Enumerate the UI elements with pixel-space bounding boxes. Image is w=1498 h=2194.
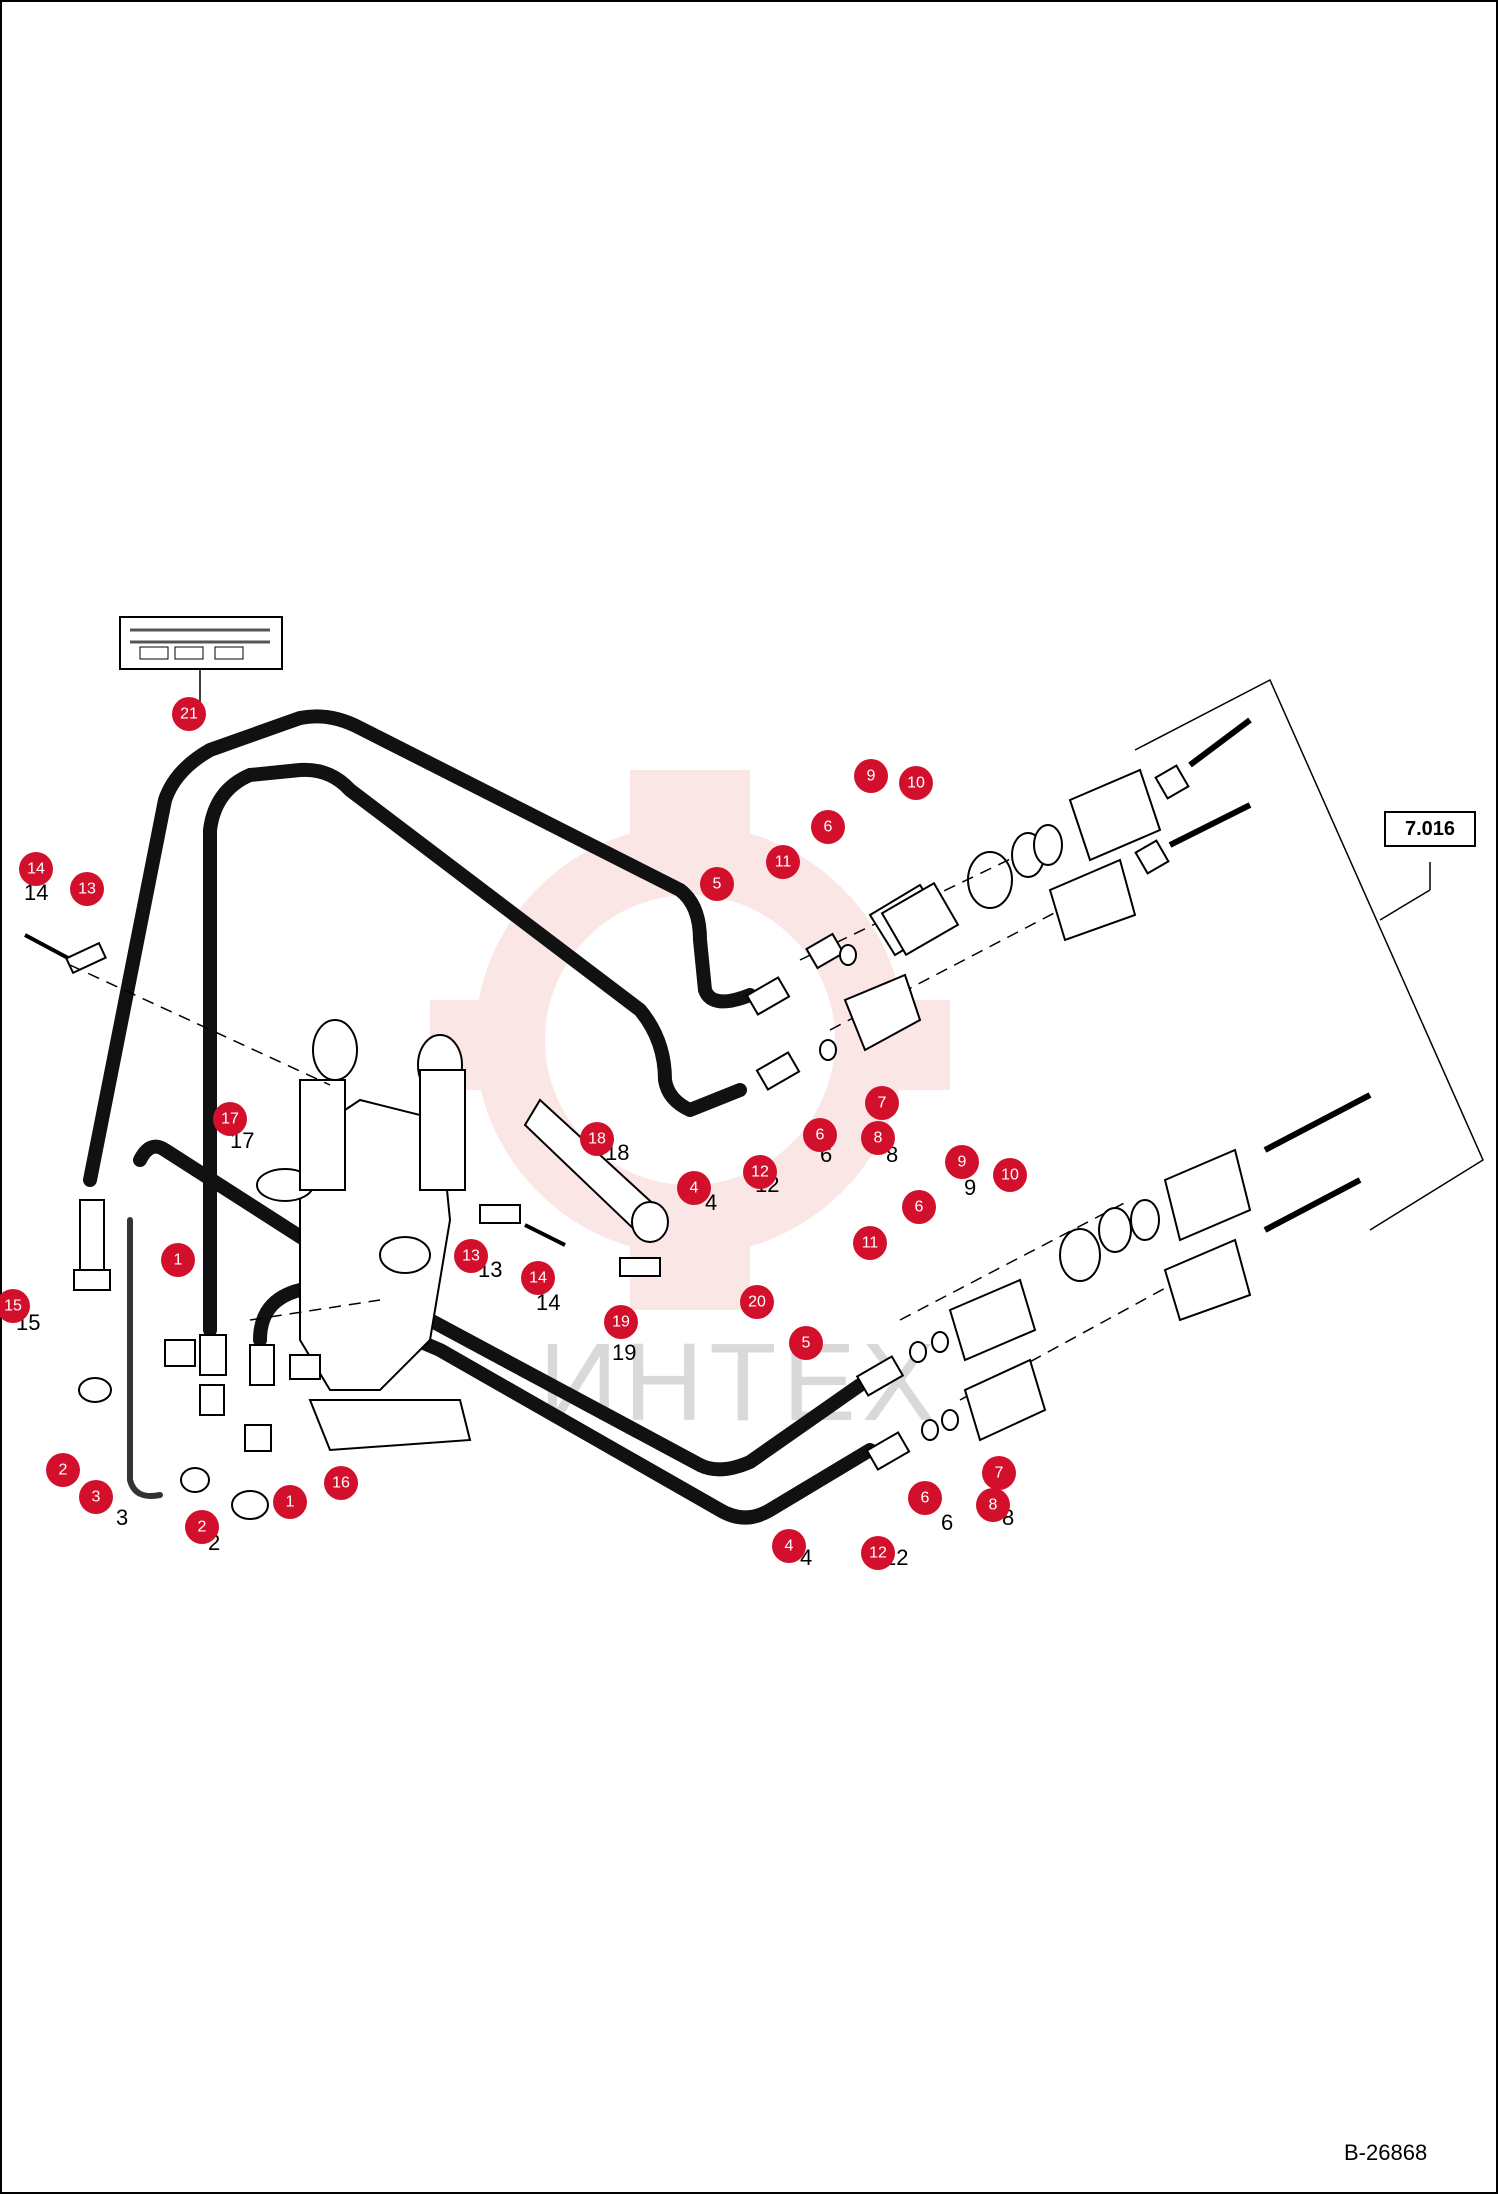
callout: 13 [70,872,104,906]
callout-number: 9 [867,768,876,785]
lower-couplers [855,1092,1372,1471]
callout: 13 [454,1239,488,1273]
callout-number: 10 [1001,1167,1019,1184]
callout-number: 7 [878,1095,887,1112]
callout: 2 [185,1510,219,1544]
callout-number: 11 [775,854,792,871]
hydraulic-hoses [83,709,877,1525]
callout-number: 5 [713,876,722,893]
callout-number: 6 [915,1199,924,1216]
callout: 11 [853,1226,887,1260]
part-label: 9 [964,1175,976,1200]
callout-number: 14 [27,861,45,878]
callout-number: 15 [4,1298,22,1315]
callout-number: 10 [907,775,925,792]
callout-number: 1 [286,1494,295,1511]
callout-number: 6 [824,819,833,836]
callout: 6 [811,810,845,844]
callout-number: 6 [816,1127,825,1144]
callout: 7 [865,1086,899,1120]
callout-number: 13 [78,881,96,898]
callout: 9 [945,1145,979,1179]
callout: 10 [993,1158,1027,1192]
callout: 3 [79,1480,113,1514]
callout: 12 [861,1536,895,1570]
decal-plate [119,616,283,715]
callout-number: 19 [612,1314,630,1331]
callout-number: 18 [588,1131,606,1148]
reference-bracket [1134,678,1484,1231]
callout: 20 [740,1285,774,1319]
callout-number: 12 [869,1545,887,1562]
callout-number: 13 [462,1248,480,1265]
callout: 11 [766,845,800,879]
callout: 4 [677,1171,711,1205]
callout-number: 7 [995,1465,1004,1482]
callout: 5 [789,1326,823,1360]
callout: 1 [161,1243,195,1277]
callout: 5 [700,867,734,901]
callout-number: 6 [921,1490,930,1507]
upper-couplers [745,717,1252,1091]
callout-number: 9 [958,1154,967,1171]
callout: 15 [0,1289,30,1323]
callout: 6 [803,1118,837,1152]
callout: 8 [861,1121,895,1155]
callout-number: 11 [862,1235,879,1252]
callout: 6 [908,1481,942,1515]
part-label: 3 [116,1505,128,1530]
callout: 4 [772,1529,806,1563]
callout: 6 [902,1190,936,1224]
callout-number: 2 [59,1462,68,1479]
callout: 16 [324,1466,358,1500]
callout-number: 14 [529,1270,547,1287]
callout: 1 [273,1485,307,1519]
callout-number: 4 [785,1538,794,1555]
reference-box-label: 7.016 [1405,818,1455,840]
callout-number: 3 [92,1489,101,1506]
left-fittings [73,1199,321,1520]
callout-number: 8 [874,1130,883,1147]
callout-number: 4 [690,1180,699,1197]
callout-number: 12 [751,1164,769,1181]
callout-number: 5 [802,1335,811,1352]
callout: 7 [982,1456,1016,1490]
callout-number: 1 [174,1252,183,1269]
reference-box: 7.016 [1384,811,1476,847]
valve-body [256,1019,472,1452]
callout: 18 [580,1122,614,1156]
callout-number: 8 [989,1497,998,1514]
part-label: 6 [941,1510,953,1535]
callout: 2 [46,1453,80,1487]
part-label: 19 [612,1340,636,1365]
callout: 14 [521,1261,555,1295]
callout-number: 21 [180,706,198,723]
callout-number: 16 [332,1475,350,1492]
callout: 8 [976,1488,1010,1522]
callout-number: 2 [198,1519,207,1536]
drawing-code: B-26868 [1344,2140,1427,2165]
callout: 14 [19,852,53,886]
callout-number: 20 [748,1294,766,1311]
callout: 21 [172,697,206,731]
callout: 12 [743,1155,777,1189]
callout: 9 [854,759,888,793]
callout: 19 [604,1305,638,1339]
callout: 17 [213,1102,247,1136]
callout: 10 [899,766,933,800]
callout-number: 17 [221,1111,239,1128]
accumulator-cylinder [523,1098,669,1277]
callout-markers: 1 1 2 2 3 4 4 5 5 6 6 6 6 7 7 8 8 9 9 10… [0,697,1027,1570]
brackets [24,933,566,1247]
